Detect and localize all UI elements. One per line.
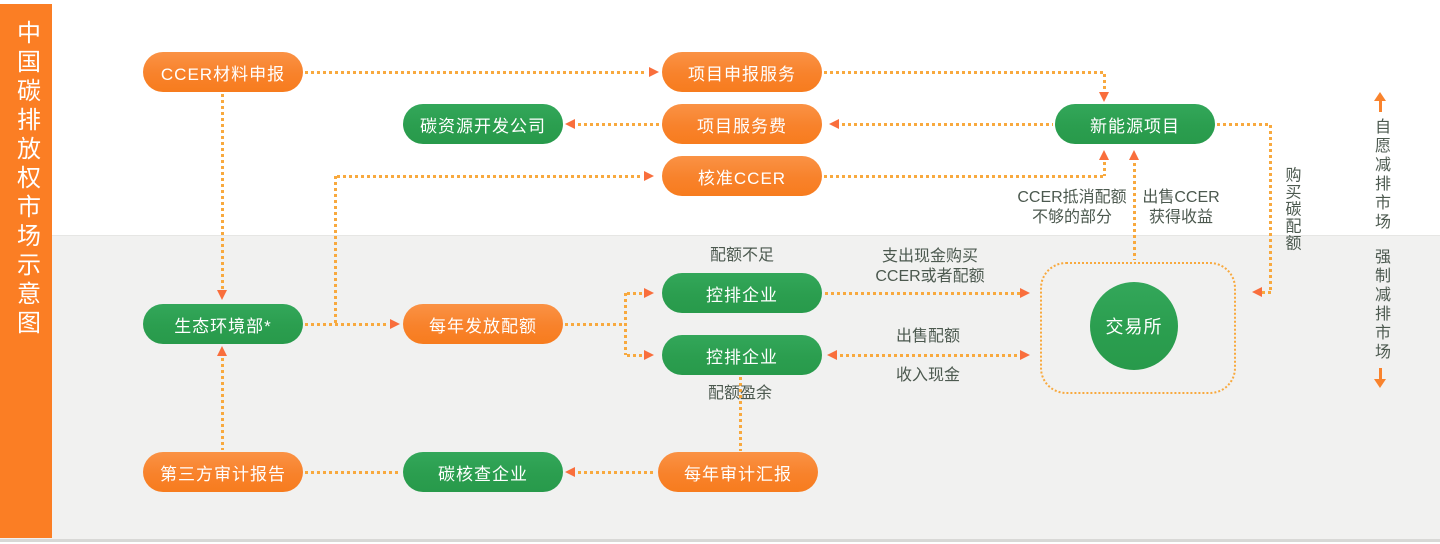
connector-line [1217, 122, 1269, 126]
page-title: 中国碳排放权市场示意图 [12, 20, 40, 339]
arrow-down-stem [1378, 368, 1382, 379]
arrowhead-left-icon [565, 119, 575, 129]
arrowhead-up-icon [217, 346, 227, 356]
connector-line [1102, 162, 1106, 176]
connector-line [333, 176, 337, 324]
node-carbon-verify-company: 碳核查企业 [403, 452, 563, 492]
arrowhead-down-icon [1099, 92, 1109, 102]
connector-line [578, 122, 660, 126]
arrow-up-head [1374, 92, 1386, 101]
connector-line [824, 70, 1104, 74]
node-annual-audit-report: 每年审计汇报 [658, 452, 818, 492]
voluntary-market-label: 自愿减排市场 [1368, 92, 1392, 232]
voluntary-market-text: 自愿减排市场 [1372, 118, 1389, 232]
mandatory-market-label: 强制减排市场 [1368, 248, 1392, 388]
flow-label: 购买碳配额 [1282, 166, 1300, 252]
flow-label: 出售CCER 获得收益 [1142, 189, 1220, 226]
connector-line [220, 358, 224, 450]
node-carbon-resource-dev-co: 碳资源开发公司 [403, 104, 563, 144]
exchange-boundary [1040, 262, 1236, 394]
connector-line [565, 322, 625, 326]
arrow-down-icon [1374, 368, 1386, 388]
flow-label: 配额盈余 [707, 385, 773, 402]
node-project-declare-service: 项目申报服务 [662, 52, 822, 92]
arrowhead-left-icon [565, 467, 575, 477]
connector-line [1132, 163, 1136, 260]
connector-line [840, 353, 1022, 357]
connector-line [738, 377, 742, 451]
connector-line [305, 70, 646, 74]
arrowhead-right-icon [644, 288, 654, 298]
arrowhead-up-icon [1129, 150, 1139, 160]
node-controlled-enterprise-2: 控排企业 [662, 335, 822, 375]
connector-line [337, 174, 642, 178]
connector-line [842, 122, 1053, 126]
flow-label: 支出现金购买 CCER或者配额 [875, 248, 985, 285]
node-new-energy-project: 新能源项目 [1055, 104, 1215, 144]
node-exchange: 交易所 [1090, 282, 1178, 370]
sidebar-title-bar: 中国碳排放权市场示意图 [0, 4, 52, 538]
connector-line [220, 94, 224, 290]
node-approved-ccer: 核准CCER [662, 156, 822, 196]
node-ccer-material-declare: CCER材料申报 [143, 52, 303, 92]
flow-label: 出售配额 [895, 328, 961, 345]
connector-line [623, 293, 627, 355]
connector-line [1268, 125, 1272, 291]
arrowhead-right-icon [1020, 288, 1030, 298]
connector-line [305, 470, 401, 474]
connector-line [824, 174, 1104, 178]
connector-line [305, 322, 388, 326]
node-controlled-enterprise-1: 控排企业 [662, 273, 822, 313]
arrow-down-head [1374, 379, 1386, 388]
arrowhead-left-icon [827, 350, 837, 360]
node-project-service-fee: 项目服务费 [662, 104, 822, 144]
flow-label: 收入现金 [895, 367, 961, 384]
node-annual-quota-issuance: 每年发放配额 [403, 304, 563, 344]
connector-line [578, 470, 656, 474]
flow-label: 配额不足 [709, 247, 775, 264]
arrow-up-icon [1374, 92, 1386, 112]
arrowhead-down-icon [217, 290, 227, 300]
arrowhead-right-icon [1020, 350, 1030, 360]
node-third-party-audit-report: 第三方审计报告 [143, 452, 303, 492]
flow-label: CCER抵消配额 不够的部分 [1017, 189, 1127, 226]
arrowhead-right-icon [649, 67, 659, 77]
arrowhead-left-icon [1252, 287, 1262, 297]
connector-line [1102, 74, 1106, 98]
connector-line [627, 291, 642, 295]
connector-line [825, 291, 1020, 295]
arrowhead-right-icon [644, 171, 654, 181]
arrowhead-up-icon [1099, 150, 1109, 160]
arrowhead-right-icon [644, 350, 654, 360]
arrow-up-stem [1378, 101, 1382, 112]
connector-line [627, 353, 642, 357]
arrowhead-right-icon [390, 319, 400, 329]
node-eco-environment-ministry: 生态环境部* [143, 304, 303, 344]
connector-line [1262, 290, 1271, 294]
arrowhead-left-icon [829, 119, 839, 129]
mandatory-market-text: 强制减排市场 [1372, 248, 1389, 362]
